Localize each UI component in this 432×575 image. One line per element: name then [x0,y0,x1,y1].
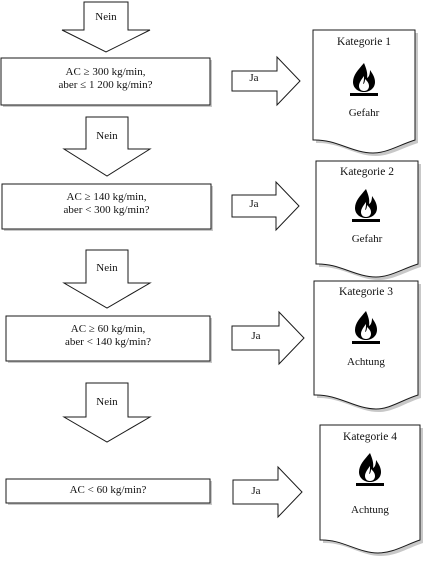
signal-word-4: Achtung [351,504,389,516]
question-line: aber < 300 kg/min? [63,204,150,217]
nein-label-2: Nein [96,130,118,142]
down-arrow-3 [62,249,152,309]
category-title-3: Kategorie 3 [339,286,393,298]
question-line: aber < 140 kg/min? [65,336,151,349]
ja-label-1: Ja [249,72,259,84]
category-title-4: Kategorie 4 [343,431,397,443]
question-text-4: AC < 60 kg/min? [6,484,210,497]
ja-label-2: Ja [249,198,259,210]
question-text-1: AC ≥ 300 kg/min, aber ≤ 1 200 kg/min? [1,66,210,92]
question-box-1 [0,57,212,107]
signal-word-2: Gefahr [351,233,383,245]
nein-label-1: Nein [95,11,117,23]
question-line: AC < 60 kg/min? [69,484,147,496]
nein-label-3: Nein [96,262,118,274]
question-text-2: AC ≥ 140 kg/min, aber < 300 kg/min? [2,191,211,217]
ja-label-4: Ja [251,485,261,497]
down-arrow-1 [61,1,151,53]
signal-word-3: Achtung [347,356,385,368]
question-text-3: AC ≥ 60 kg/min, aber < 140 kg/min? [6,323,210,349]
down-arrow-2 [62,116,152,177]
question-box-2 [1,183,213,231]
question-line: AC ≥ 140 kg/min, [66,191,147,203]
right-arrow-3 [231,310,305,366]
question-line: aber ≤ 1 200 kg/min? [58,79,153,92]
ja-label-3: Ja [251,330,261,342]
right-arrow-2 [231,180,300,232]
right-arrow-1 [231,55,301,107]
right-arrow-4 [232,465,303,519]
nein-label-4: Nein [96,396,118,408]
question-line: AC ≥ 300 kg/min, [65,66,146,78]
category-title-2: Kategorie 2 [340,166,394,178]
category-document-4 [319,424,423,556]
category-document-3 [313,280,421,412]
category-title-1: Kategorie 1 [337,36,391,48]
question-box-3 [5,315,212,363]
signal-word-1: Gefahr [348,107,380,119]
question-line: AC ≥ 60 kg/min, [70,323,146,335]
question-box-4 [5,478,212,505]
down-arrow-4 [62,382,152,443]
